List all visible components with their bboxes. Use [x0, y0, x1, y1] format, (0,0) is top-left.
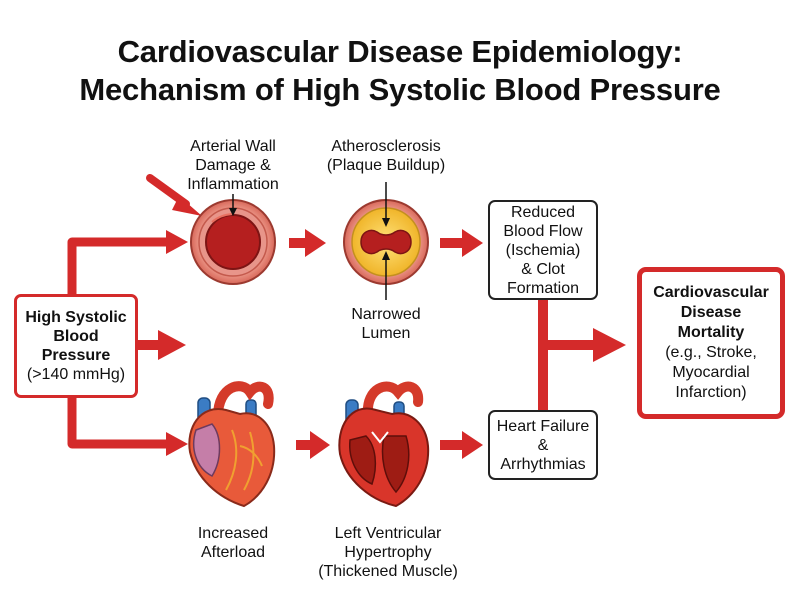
heart-hypertrophy-illustration	[338, 381, 430, 508]
high-systolic-bp-box: High Systolic Blood Pressure (>140 mmHg)	[14, 294, 138, 398]
narrowed-lumen-label: Narrowed Lumen	[326, 305, 446, 343]
reduced-flow-line-5: Formation	[506, 279, 580, 297]
source-line-1: High Systolic	[25, 309, 127, 326]
afterload-line-2: Afterload	[200, 544, 266, 561]
arrow-damage-to-plaque	[289, 229, 326, 257]
pointer-to-plaque	[382, 182, 390, 227]
convergence-lines	[538, 300, 596, 410]
arterial-damage-line-3: Inflammation	[187, 176, 279, 193]
arterial-damage-label: Arterial Wall Damage & Inflammation	[163, 137, 303, 194]
arrow-plaque-to-reduced-flow	[440, 229, 483, 257]
arrow-lvh-to-heart-failure	[440, 431, 483, 459]
heart-failure-line-2: &	[537, 436, 549, 454]
outcome-line-5: Myocardial	[672, 364, 750, 381]
source-line-2: Blood	[53, 328, 99, 345]
atherosclerosis-line-2: (Plaque Buildup)	[326, 157, 446, 174]
heart-failure-line-1: Heart Failure	[496, 417, 590, 435]
stress-arrow	[146, 174, 202, 216]
arrow-source-to-right	[135, 330, 186, 360]
afterload-line-1: Increased	[197, 525, 269, 542]
lvh-line-3: (Thickened Muscle)	[318, 563, 458, 580]
reduced-flow-line-3: (Ischemia)	[505, 241, 581, 259]
heart-failure-box: Heart Failure & Arrhythmias	[488, 410, 598, 480]
narrowed-lumen-line-2: Lumen	[361, 325, 411, 342]
source-branch-lines	[67, 237, 170, 449]
source-line-3: Pressure	[41, 347, 111, 364]
arrow-afterload-to-lvh	[296, 431, 330, 459]
heart-failure-line-3: Arrhythmias	[500, 455, 586, 473]
reduced-flow-line-2: Blood Flow	[503, 222, 583, 240]
outcome-line-2: Disease	[680, 304, 742, 321]
page-title-line-2: Mechanism of High Systolic Blood Pressur…	[79, 72, 721, 107]
arrow-to-arterial-damage	[166, 230, 188, 254]
lvh-label: Left Ventricular Hypertrophy (Thickened …	[306, 524, 470, 581]
plaque-artery-cross-section	[343, 199, 429, 285]
outcome-line-1: Cardiovascular	[653, 284, 769, 301]
cvd-mortality-box: Cardiovascular Disease Mortality (e.g., …	[637, 267, 785, 419]
arterial-damage-line-2: Damage &	[195, 157, 271, 174]
lvh-line-2: Hypertrophy	[344, 544, 432, 561]
narrowed-lumen-line-1: Narrowed	[351, 306, 421, 323]
arrow-to-afterload	[166, 432, 188, 456]
page-title-line-1: Cardiovascular Disease Epidemiology:	[117, 34, 683, 69]
outcome-line-3: Mortality	[677, 324, 745, 341]
outcome-line-4: (e.g., Stroke,	[665, 344, 757, 361]
reduced-flow-line-4: & Clot	[521, 260, 565, 278]
source-line-4: (>140 mmHg)	[26, 366, 126, 383]
damaged-artery-cross-section	[190, 199, 276, 285]
atherosclerosis-label: Atherosclerosis (Plaque Buildup)	[311, 137, 461, 175]
atherosclerosis-line-1: Atherosclerosis	[331, 138, 441, 155]
lvh-line-1: Left Ventricular	[334, 525, 442, 542]
increased-afterload-label: Increased Afterload	[173, 524, 293, 562]
pointer-to-lumen	[382, 251, 390, 300]
arterial-damage-line-1: Arterial Wall	[190, 138, 276, 155]
outcome-line-6: Infarction)	[675, 384, 747, 401]
reduced-flow-line-1: Reduced	[510, 203, 576, 221]
reduced-blood-flow-box: Reduced Blood Flow (Ischemia) & Clot For…	[488, 200, 598, 300]
heart-afterload-illustration	[188, 381, 276, 508]
pointer-to-arterial-wall	[229, 194, 237, 216]
arrow-to-outcome	[593, 328, 626, 362]
